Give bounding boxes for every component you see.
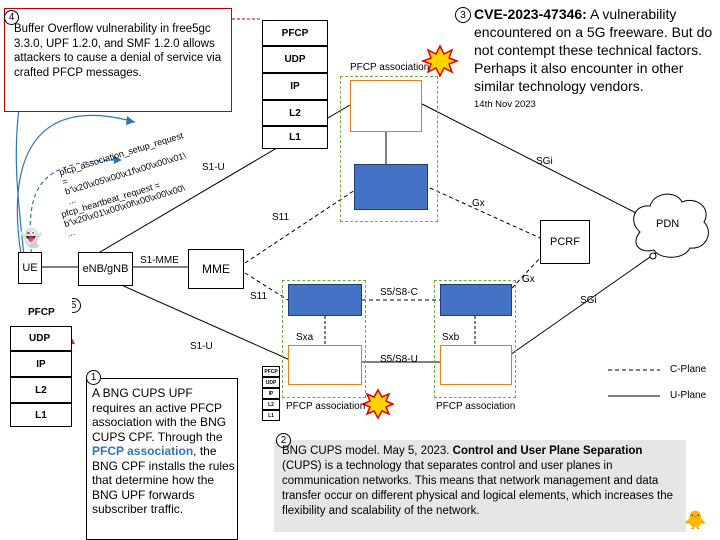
mme-node: MME bbox=[188, 249, 244, 289]
left-stack-l2: L2 bbox=[10, 377, 72, 403]
note2-box bbox=[274, 440, 686, 532]
pcrf-node: PCRF bbox=[540, 220, 590, 264]
gx-bottom-label: Gx bbox=[522, 274, 535, 285]
pdn-label: PDN bbox=[656, 218, 680, 230]
ghost-icon: 👻 bbox=[20, 228, 43, 248]
bottom-left-control-plane-box bbox=[288, 284, 362, 316]
sgi-bottom-line bbox=[509, 249, 661, 356]
note2-number: 2 bbox=[276, 433, 291, 448]
attack-arrow-inner bbox=[29, 159, 121, 261]
explosion-top bbox=[420, 44, 460, 78]
legend-uplane-label: U-Plane bbox=[670, 390, 707, 401]
mini-stack: PFCP UDP IP L2 L1 bbox=[262, 366, 280, 421]
sxa-label: Sxa bbox=[296, 332, 314, 343]
pfcp-association-bl-label: PFCP association bbox=[286, 401, 366, 412]
note3-cve: CVE-2023-47346: bbox=[474, 6, 587, 22]
pfcp-association-top-label: PFCP association bbox=[350, 62, 430, 73]
note2-body-start: BNG CUPS model. May 5, 2023. bbox=[282, 445, 453, 457]
top-control-plane-box bbox=[354, 164, 428, 210]
s11-bottom-line bbox=[244, 272, 289, 301]
top-stack-ip: IP bbox=[262, 73, 328, 100]
s11-top-label: S11 bbox=[272, 212, 290, 223]
bottom-right-control-plane-box bbox=[440, 284, 512, 316]
gx-top-line bbox=[429, 187, 541, 239]
mini-stack-ip: IP bbox=[262, 388, 280, 399]
top-stack-pfcp: PFCP bbox=[262, 20, 328, 46]
left-stack-pfcp: PFCP bbox=[10, 298, 72, 326]
attack-arrowhead-outer bbox=[126, 116, 135, 125]
top-stack-l1: L1 bbox=[262, 126, 328, 149]
legend-cplane-label: C-Plane bbox=[670, 364, 707, 375]
note1-box bbox=[86, 378, 238, 540]
pdn-router-dot bbox=[649, 252, 657, 260]
note3-number: 3 bbox=[455, 7, 471, 23]
mini-stack-pfcp: PFCP bbox=[262, 366, 280, 377]
note3-body: A vulnerability encountered on a 5G free… bbox=[474, 6, 713, 94]
s11-top-line bbox=[244, 189, 356, 264]
attack-arrowhead-inner bbox=[114, 156, 122, 164]
note1-number: 1 bbox=[86, 370, 101, 385]
note1-link[interactable]: PFCP association bbox=[92, 444, 194, 458]
bottom-left-gateway-group bbox=[282, 280, 366, 398]
pdn-cloud-shape bbox=[633, 193, 709, 258]
ue-node: UE bbox=[18, 252, 42, 284]
s1u-bottom-line bbox=[109, 279, 291, 361]
explosion-bottom bbox=[361, 388, 395, 420]
note4-text: Buffer Overflow vulnerability in free5gc… bbox=[14, 23, 222, 79]
bottom-right-user-plane-box bbox=[440, 345, 512, 385]
note2-bold: Control and User Plane Separation bbox=[452, 445, 643, 457]
top-stack-l2: L2 bbox=[262, 100, 328, 126]
attack-arrow-outer bbox=[16, 114, 136, 261]
gx-top-label: Gx bbox=[472, 198, 485, 209]
bottom-left-user-plane-box bbox=[288, 345, 362, 385]
s5s8c-label: S5/S8-C bbox=[380, 287, 418, 298]
mini-stack-l1: L1 bbox=[262, 410, 280, 421]
left-stack-ip: IP bbox=[10, 351, 72, 377]
s1u-bottom-label: S1-U bbox=[190, 341, 213, 352]
note1-body-end: , the BNG CPF installs the rules that de… bbox=[92, 444, 235, 516]
note2-body-end: (CUPS) is a technology that separates co… bbox=[282, 460, 673, 517]
note4-number: 4 bbox=[4, 10, 19, 25]
note3-text: CVE-2023-47346: A vulnerability encounte… bbox=[474, 5, 714, 95]
mini-stack-l2: L2 bbox=[262, 399, 280, 410]
note1-text: A BNG CUPS UPF requires an active PFCP a… bbox=[92, 386, 236, 517]
note3-date: 14th Nov 2023 bbox=[474, 99, 536, 110]
mini-stack-udp: UDP bbox=[262, 377, 280, 388]
left-stack-l1: L1 bbox=[10, 403, 72, 427]
enb-gnb-node: eNB/gNB bbox=[78, 252, 133, 286]
s1u-top-label: S1-U bbox=[202, 162, 225, 173]
mascot-icon: 🐥 bbox=[684, 510, 707, 530]
pfcp-association-br-label: PFCP association bbox=[436, 401, 516, 412]
sxb-label: Sxb bbox=[442, 332, 460, 343]
top-user-plane-box bbox=[350, 80, 422, 132]
note1-body-start: A BNG CUPS UPF requires an active PFCP a… bbox=[92, 386, 227, 444]
sgi-bottom-label: SGi bbox=[580, 295, 597, 306]
sgi-top-line bbox=[421, 103, 641, 216]
bottom-right-gateway-group bbox=[434, 280, 516, 398]
s1mme-label: S1-MME bbox=[140, 255, 179, 266]
top-gateway-group bbox=[340, 76, 438, 222]
s5s8u-label: S5/S8-U bbox=[380, 354, 418, 365]
top-stack-udp: UDP bbox=[262, 46, 328, 73]
note4-box bbox=[4, 8, 232, 112]
note2-text: BNG CUPS model. May 5, 2023. Control and… bbox=[282, 444, 682, 519]
sgi-top-label: SGi bbox=[536, 156, 553, 167]
s11-bottom-label: S11 bbox=[250, 291, 268, 302]
left-stack-udp: UDP bbox=[10, 326, 72, 351]
